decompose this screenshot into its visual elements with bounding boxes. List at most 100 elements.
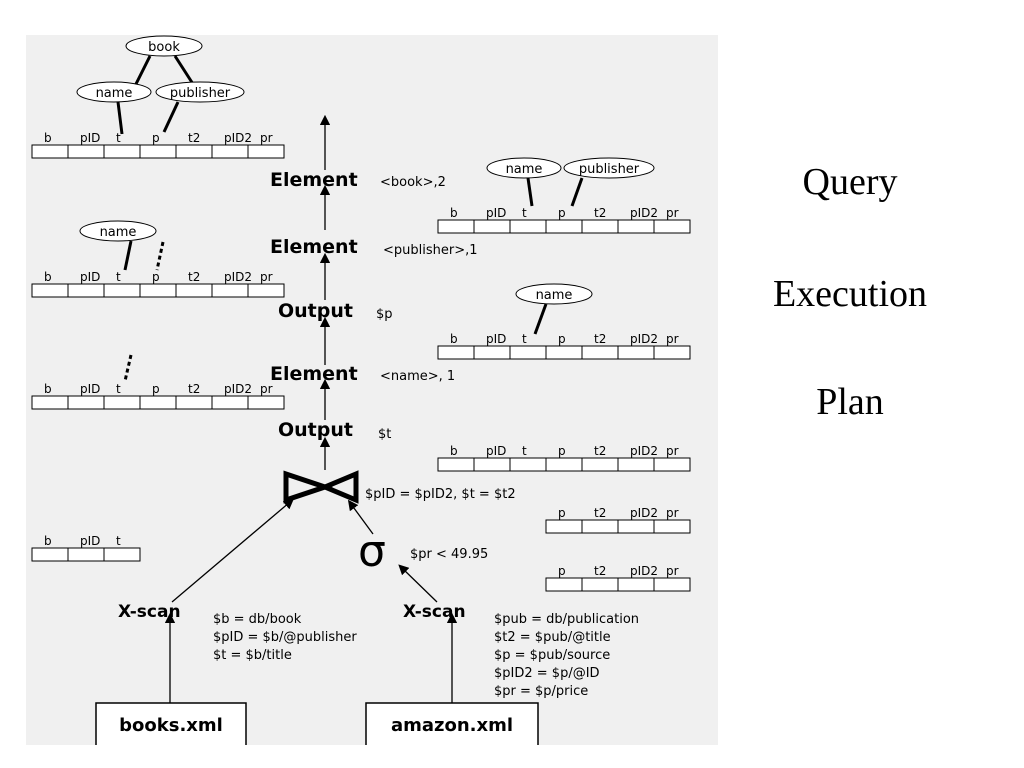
tuple-cell — [509, 457, 547, 472]
source-amazon: amazon.xml — [365, 702, 539, 745]
tuple-column-label: p — [152, 270, 160, 284]
tuple-column-label: pID2 — [224, 270, 252, 284]
op-name: Element — [270, 169, 358, 191]
tuple-column-label: pID — [486, 444, 506, 458]
tuple-cell — [617, 457, 655, 472]
tuple-column-label: pr — [666, 444, 679, 458]
tree-node-publisher-label: publisher — [170, 86, 231, 101]
op-element-book: Element <book>,2 — [270, 169, 446, 191]
tuple-column-label: pID — [80, 382, 100, 396]
tuple-cell — [139, 283, 177, 298]
op-xscan-right: X-scan $pub = db/publication $t2 = $pub/… — [403, 602, 639, 699]
tree-node-publisher-label: publisher — [579, 162, 640, 177]
select-condition: $pr < 49.95 — [410, 547, 488, 562]
tree-node-name-label: name — [536, 288, 573, 303]
tree-name-right: name — [515, 283, 593, 335]
op-element-name: Element <name>, 1 — [270, 363, 455, 385]
tuple-cell — [653, 457, 691, 472]
tuple-cell — [617, 519, 655, 534]
tree-node-publisher — [563, 157, 655, 179]
tuple-column-label: t — [116, 534, 121, 548]
tuple-column-label: pID — [80, 131, 100, 145]
tree-book: book name publisher — [76, 35, 245, 135]
tuple-column-label: pID2 — [630, 332, 658, 346]
tuple-column-label: t2 — [594, 444, 606, 458]
tuple-column-label: pID — [80, 270, 100, 284]
tuple-column-label: pID2 — [224, 131, 252, 145]
binding: $pub = db/publication — [494, 612, 639, 627]
tuple-cell — [103, 547, 141, 562]
tuple-column-label: t2 — [188, 382, 200, 396]
tuple-cell — [509, 345, 547, 360]
tuple-column-label: pr — [666, 506, 679, 520]
op-arg: $p — [376, 307, 393, 322]
tuple-cell — [211, 144, 249, 159]
tree-node-book — [125, 35, 203, 57]
tuple-column-label: b — [44, 534, 52, 548]
tuple-cell — [473, 345, 511, 360]
op-name: X-scan — [403, 602, 466, 622]
tuple-column-label: t — [522, 444, 527, 458]
tuple-column-label: t — [116, 382, 121, 396]
tree-node-name-label: name — [100, 225, 137, 240]
op-select: σ $pr < 49.95 — [358, 526, 488, 577]
tuple-column-label: t2 — [188, 270, 200, 284]
tuple-column-label: t2 — [594, 506, 606, 520]
op-output-t: Output $t — [278, 419, 391, 442]
tuple-cell — [31, 547, 69, 562]
tuple-column-label: pr — [666, 332, 679, 346]
title-query: Query — [802, 161, 898, 203]
op-name: X-scan — [118, 602, 181, 622]
tree-node-name-label: name — [506, 162, 543, 177]
op-arg: <name>, 1 — [380, 369, 455, 384]
tuple-column-label: b — [44, 131, 52, 145]
tuple-cell — [247, 395, 285, 410]
tuple-cell — [545, 577, 583, 592]
tuple-column-label: pID2 — [630, 564, 658, 578]
tuple-cell — [139, 144, 177, 159]
op-join: $pID = $pID2, $t = $t2 — [283, 470, 516, 504]
tuple-column-label: t — [522, 206, 527, 220]
tuple-cell — [653, 519, 691, 534]
title-execution: Execution — [772, 273, 928, 315]
tuple-column-label: t2 — [594, 332, 606, 346]
tuple-column-label: t2 — [594, 564, 606, 578]
tuple-cell — [545, 457, 583, 472]
tuple-column-label: pID — [486, 332, 506, 346]
tuple-cell — [545, 219, 583, 234]
source-books-label: books.xml — [119, 715, 223, 736]
tuple-cell — [211, 395, 249, 410]
tuple-cell — [617, 219, 655, 234]
operator-arrows — [164, 114, 458, 703]
tuple-cell — [653, 345, 691, 360]
tuple-cell — [103, 395, 141, 410]
tuple-cell — [211, 283, 249, 298]
tuple-cell — [67, 144, 105, 159]
op-name: Output — [278, 419, 353, 441]
tuple-cell — [617, 345, 655, 360]
tuple-column-label: pr — [260, 382, 273, 396]
tuple-cell — [31, 395, 69, 410]
tuple-cell — [139, 395, 177, 410]
diagram-panel — [26, 35, 718, 745]
tuple-cell — [653, 219, 691, 234]
tuple-column-label: b — [450, 332, 458, 346]
binding: $p = $pub/source — [494, 648, 610, 663]
tuple-cell — [473, 457, 511, 472]
tuple-column-label: pr — [260, 270, 273, 284]
tuple-cell — [653, 577, 691, 592]
op-arg: $t — [378, 427, 391, 442]
tuple-cell — [437, 345, 475, 360]
tuple-cell — [617, 577, 655, 592]
binding: $pID2 = $p/@ID — [494, 666, 600, 681]
tuple-column-label: pID2 — [630, 206, 658, 220]
tree-name-publisher-right: name publisher — [486, 157, 655, 207]
tuple-column-label: p — [558, 444, 566, 458]
binding: $pr = $p/price — [494, 684, 588, 699]
